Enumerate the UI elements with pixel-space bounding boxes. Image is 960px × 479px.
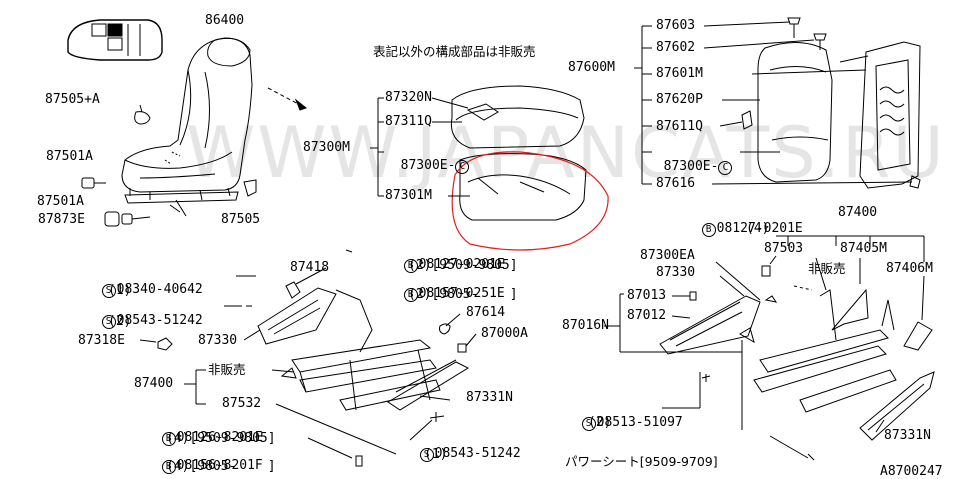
part-87330-label-2: 87330 bbox=[656, 265, 696, 280]
part-87600m-label: 87600M bbox=[568, 60, 615, 75]
lower-right-leaders bbox=[604, 235, 925, 433]
part-87400-label-2: 87400 bbox=[838, 205, 878, 220]
bolt-symbol: B bbox=[701, 223, 716, 237]
right-leaders bbox=[634, 21, 913, 185]
part-87300e-label-2: 87300E-C bbox=[648, 146, 733, 175]
car-seat-location-icon bbox=[67, 19, 163, 61]
small-parts-left bbox=[81, 104, 257, 227]
part-87318e-label: 87318E bbox=[78, 333, 125, 348]
screw-08543-sub-2: (1) bbox=[424, 447, 448, 462]
not-sold-label-1: 非販売 bbox=[208, 362, 246, 377]
part-87300e-number: 87300E bbox=[400, 158, 448, 173]
diagram-code: A8700247 bbox=[880, 464, 943, 479]
part-87611q-label: 87611Q bbox=[656, 119, 703, 134]
part-87300e-label-1: 87300E-C bbox=[385, 145, 470, 174]
part-87406m-label: 87406M bbox=[886, 261, 933, 276]
part-87331n-label-2: 87331N bbox=[884, 428, 931, 443]
part-87320n-label: 87320N bbox=[385, 90, 432, 105]
screw-08513-number: 08513-51097 bbox=[596, 415, 683, 430]
bolt-08157-sub: (2)[9805- ] bbox=[408, 287, 518, 302]
arrow-icon bbox=[267, 87, 308, 111]
part-87012-label: 87012 bbox=[627, 308, 667, 323]
bolt-08127-number-2: 08127-0201E bbox=[716, 221, 803, 236]
lower-left-leaders bbox=[139, 249, 477, 459]
bolt-08127-sub-1: (2)[9509-9805] bbox=[408, 258, 518, 273]
screw-symbol: S bbox=[101, 284, 116, 298]
part-87616-label: 87616 bbox=[656, 176, 696, 191]
part-86400-label: 86400 bbox=[205, 13, 245, 28]
c-mark-2: C bbox=[718, 161, 733, 175]
screw-08543-number-1: 08543-51242 bbox=[116, 313, 203, 328]
bolt-08127-sub-2: (4) bbox=[746, 221, 770, 236]
watermark: WWW.JAPANCATS.RU bbox=[186, 112, 946, 194]
part-87505-label: 87505 bbox=[221, 212, 261, 227]
bolt-08126-sub: (4)[9509-9805] bbox=[166, 431, 276, 446]
part-87400-label-1: 87400 bbox=[134, 376, 174, 391]
part-87300e-number-2: 87300E bbox=[663, 159, 711, 174]
part-87505a-label: 87505+A bbox=[45, 92, 100, 107]
part-87405m-label: 87405M bbox=[840, 241, 887, 256]
bolt-symbol: B bbox=[161, 460, 176, 474]
part-87311q-label: 87311Q bbox=[385, 114, 432, 129]
front-seat-illustration bbox=[121, 37, 253, 217]
seat-cushion-parts bbox=[450, 85, 609, 251]
part-87532-label: 87532 bbox=[222, 396, 262, 411]
part-87300m-label: 87300M bbox=[303, 140, 350, 155]
part-87503-label: 87503 bbox=[764, 241, 804, 256]
screw-08340-number: 08340-40642 bbox=[116, 282, 203, 297]
part-87000a-label: 87000A bbox=[481, 326, 528, 341]
bolt-08127-number: 08127-0201E bbox=[418, 257, 505, 272]
screw-08543-sub-1: (2) bbox=[108, 314, 132, 329]
part-87601m-label: 87601M bbox=[656, 66, 703, 81]
part-87602-label: 87602 bbox=[656, 40, 696, 55]
screw-08513-sub: (2) bbox=[588, 415, 612, 430]
bolt-symbol: B bbox=[403, 288, 418, 302]
bolt-08157-number: 08157-0251E bbox=[418, 286, 505, 301]
part-87614-label: 87614 bbox=[466, 305, 506, 320]
center-leaders bbox=[370, 97, 470, 197]
screw-08543-number-2: 08543-51242 bbox=[434, 446, 521, 461]
part-87301m-label: 87301M bbox=[385, 188, 432, 203]
screw-symbol: S bbox=[419, 448, 434, 462]
bolt-08156-number: 08156-8201F bbox=[176, 458, 263, 473]
power-seat-note: パワーシート[9509-9709] bbox=[565, 454, 718, 469]
screw-symbol: S bbox=[101, 315, 116, 329]
part-87016n-label: 87016N bbox=[562, 318, 609, 333]
seat-back-parts bbox=[741, 17, 921, 189]
part-87418-label: 87418 bbox=[290, 260, 330, 275]
part-87873e-label: 87873E bbox=[38, 212, 85, 227]
bolt-08126-number: 08126-8201E bbox=[176, 430, 263, 445]
part-87331n-label-1: 87331N bbox=[466, 390, 513, 405]
bolt-08156-sub: (4)[9805- ] bbox=[166, 459, 276, 474]
part-87603-label: 87603 bbox=[656, 18, 696, 33]
screw-symbol: S bbox=[581, 417, 596, 431]
c-mark-1: C bbox=[455, 160, 470, 174]
power-seat-frame bbox=[659, 265, 935, 461]
part-87300ea-label: 87300EA bbox=[640, 248, 695, 263]
seat-frame-left bbox=[157, 275, 470, 467]
bolt-symbol: B bbox=[161, 432, 176, 446]
part-87501a-label-2: 87501A bbox=[37, 194, 84, 209]
part-87620p-label: 87620P bbox=[656, 92, 703, 107]
part-87501a-label-1: 87501A bbox=[46, 149, 93, 164]
not-sold-note: 表記以外の構成部品は非販売 bbox=[373, 44, 536, 59]
part-87330-label-1: 87330 bbox=[198, 333, 238, 348]
bolt-symbol: B bbox=[403, 259, 418, 273]
not-sold-label-2: 非販売 bbox=[808, 261, 846, 276]
screw-08340-sub: (1) bbox=[108, 283, 132, 298]
part-87013-label: 87013 bbox=[627, 288, 667, 303]
